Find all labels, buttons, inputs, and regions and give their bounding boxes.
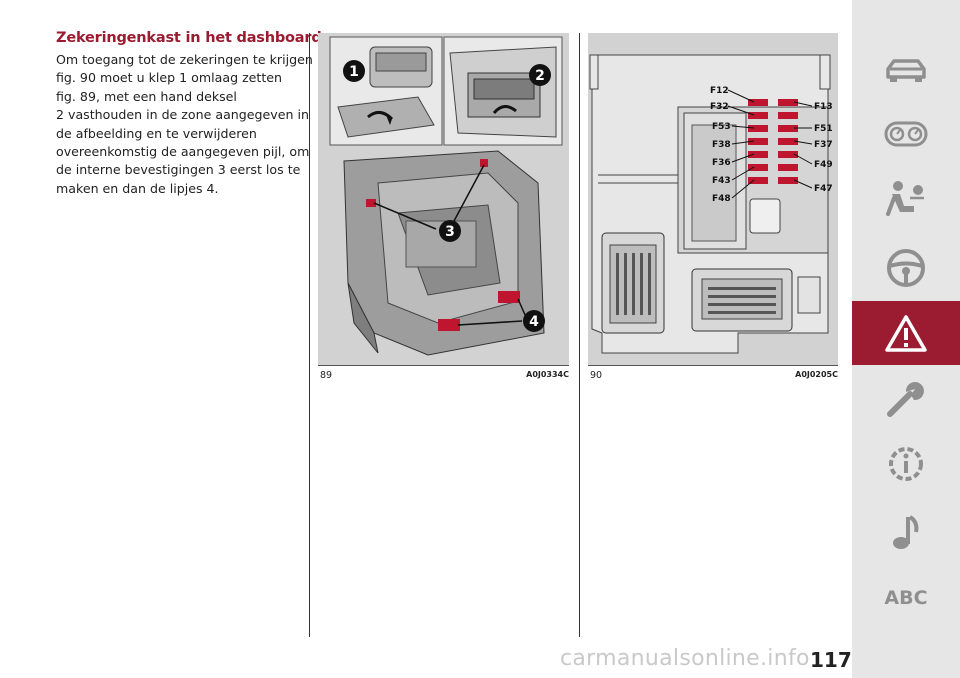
nav-item-technical-data[interactable] — [852, 432, 960, 496]
fuse-label: F49 — [814, 160, 833, 170]
callout-1-label: 1 — [349, 64, 359, 80]
wrench-icon — [887, 382, 924, 417]
car-icon — [886, 59, 926, 82]
nav-item-safety[interactable] — [852, 166, 960, 230]
steering-wheel-icon — [887, 249, 925, 287]
nav-item-dashboard[interactable] — [852, 102, 960, 166]
fuse-label: F48 — [712, 194, 731, 204]
body-line: de interne bevestigingen 3 eerst los te — [56, 162, 301, 178]
body-paragraph: Om toegang tot de zekeringen te krijgen … — [56, 51, 313, 198]
figure-90-illustration: F12 F32 F53 F38 F36 F43 F48 F13 F51 F37 … — [588, 33, 838, 365]
callout-3-label: 3 — [445, 224, 455, 240]
body-line: maken en dan de lipjes 4. — [56, 180, 219, 196]
nav-item-emergency[interactable] — [852, 301, 960, 365]
callout-4-label: 4 — [529, 314, 539, 330]
section-title: Zekeringenkast in het dashboard — [56, 30, 322, 46]
nav-item-driving[interactable] — [852, 236, 960, 300]
figure-rule — [318, 365, 569, 366]
body-line: Om toegang tot de zekeringen te krijgen — [56, 52, 313, 67]
page-number: 117 — [810, 648, 852, 672]
callout-2-label: 2 — [535, 68, 545, 84]
music-note-icon — [893, 515, 919, 549]
figure-89-code: A0J0334C — [526, 370, 569, 379]
fuse-label: F51 — [814, 124, 833, 134]
fuse-label: F32 — [710, 102, 729, 112]
column-divider — [309, 33, 310, 637]
index-abc-label: ABC — [884, 587, 928, 609]
nav-item-multimedia[interactable] — [852, 500, 960, 564]
figure-89-illustration: 1 2 3 4 — [318, 33, 569, 365]
fuse-label: F53 — [712, 122, 731, 132]
callout-4 — [523, 310, 545, 332]
info-gear-icon — [889, 447, 923, 481]
figure-90-code: A0J0205C — [795, 370, 838, 379]
body-line: de afbeelding en te verwijderen — [56, 125, 257, 141]
dashboard-gauges-icon — [884, 121, 928, 147]
seat-airbag-icon — [886, 181, 924, 216]
callout-1 — [343, 60, 365, 82]
fuse-label: F43 — [712, 176, 731, 186]
figure-89-number: 89 — [320, 370, 333, 381]
column-divider — [579, 33, 580, 637]
chapter-nav-sidebar: ABC — [852, 0, 960, 678]
body-line: fig. 90 moet u klep 1 omlaag zetten — [56, 70, 283, 86]
body-line: 2 vasthouden in de zone aangegeven in — [56, 107, 309, 123]
fuse-label: F47 — [814, 184, 833, 194]
fuse-label: F13 — [814, 102, 833, 112]
warning-triangle-icon — [885, 315, 927, 352]
figure-90-number: 90 — [590, 370, 603, 381]
nav-item-car[interactable] — [852, 38, 960, 102]
callout-3 — [439, 220, 461, 242]
body-line: overeenkomstig de aangegeven pijl, om — [56, 144, 310, 160]
watermark: carmanualsonline.info — [560, 646, 810, 671]
fuse-label: F12 — [710, 86, 729, 96]
callout-2 — [529, 64, 551, 86]
fuse-label: F38 — [712, 140, 731, 150]
figure-rule — [588, 365, 838, 366]
body-line: fig. 89, met een hand deksel — [56, 88, 237, 104]
nav-item-index[interactable]: ABC — [852, 566, 960, 630]
fuse-label: F36 — [712, 158, 731, 168]
nav-item-maintenance[interactable] — [852, 366, 960, 430]
fuse-label: F37 — [814, 140, 833, 150]
